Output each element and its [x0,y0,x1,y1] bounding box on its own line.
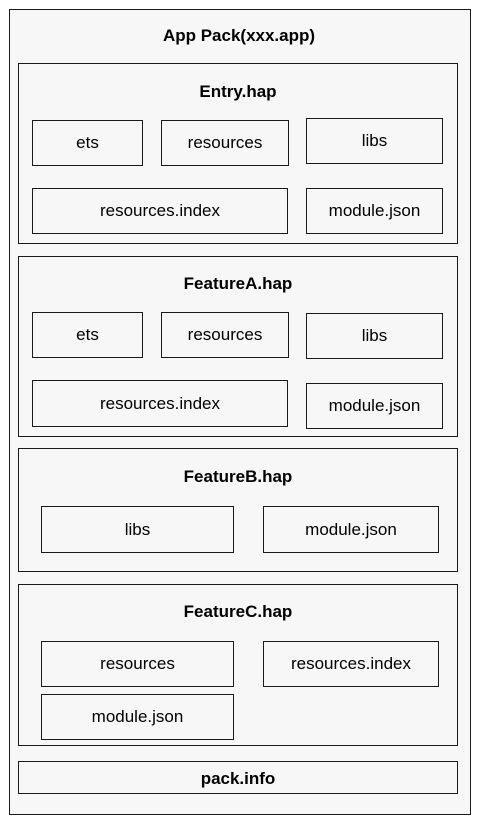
feature-b-hap-title: FeatureB.hap [183,467,293,486]
entry-resources: resources [161,120,289,166]
feature-a-libs: libs [306,313,443,359]
entry-hap-title: Entry.hap [199,82,277,101]
entry-ets: ets [32,120,143,166]
app-pack-title: App Pack(xxx.app) [162,26,316,45]
feature-a-ets: ets [32,312,143,358]
feature-c-resources: resources [41,641,234,687]
pack-info-label: pack.info [200,769,276,788]
feature-c-resources-index: resources.index [263,641,439,687]
feature-c-hap-title: FeatureC.hap [183,602,293,621]
feature-a-hap-title: FeatureA.hap [183,274,293,293]
feature-a-module-json: module.json [306,383,443,429]
entry-module-json: module.json [306,188,443,234]
entry-resources-index: resources.index [32,188,288,234]
feature-b-module-json: module.json [263,506,439,553]
entry-libs: libs [306,118,443,164]
feature-a-resources-index: resources.index [32,380,288,427]
feature-c-module-json: module.json [41,694,234,740]
feature-a-resources: resources [161,312,289,358]
feature-b-libs: libs [41,506,234,553]
pack-info-box: pack.info [18,761,458,794]
